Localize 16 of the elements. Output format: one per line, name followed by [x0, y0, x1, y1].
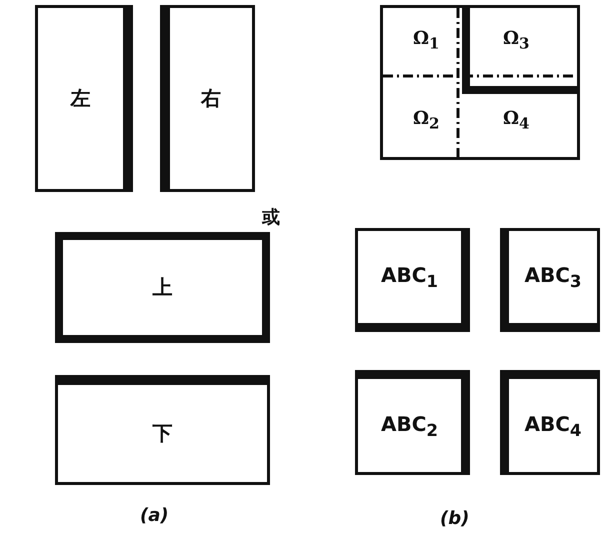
subdomain-box: ABC$_{3}$ — [500, 228, 600, 332]
subdomain-box: ABC$_{2}$ — [355, 370, 470, 475]
subdomain-box: 右 — [160, 5, 255, 192]
subdomain-box: ABC$_{1}$ — [355, 228, 470, 332]
annotation-text: 或 — [262, 206, 280, 229]
subdomain-label: Ω$_{1}$ — [413, 28, 440, 53]
subdomain-box: 下 — [55, 375, 270, 485]
panel-label: (a) — [140, 505, 169, 526]
subdomain-label: Ω$_{3}$ — [503, 28, 530, 53]
subdomain-box: ABC$_{4}$ — [500, 370, 600, 475]
subdomain-label: Ω$_{2}$ — [413, 108, 440, 133]
subdomain-label: Ω$_{4}$ — [503, 108, 530, 133]
panel-label: (b) — [440, 508, 470, 529]
domain-box — [380, 5, 580, 160]
subdomain-box: 上 — [55, 232, 270, 343]
subdomain-box: 左 — [35, 5, 133, 192]
